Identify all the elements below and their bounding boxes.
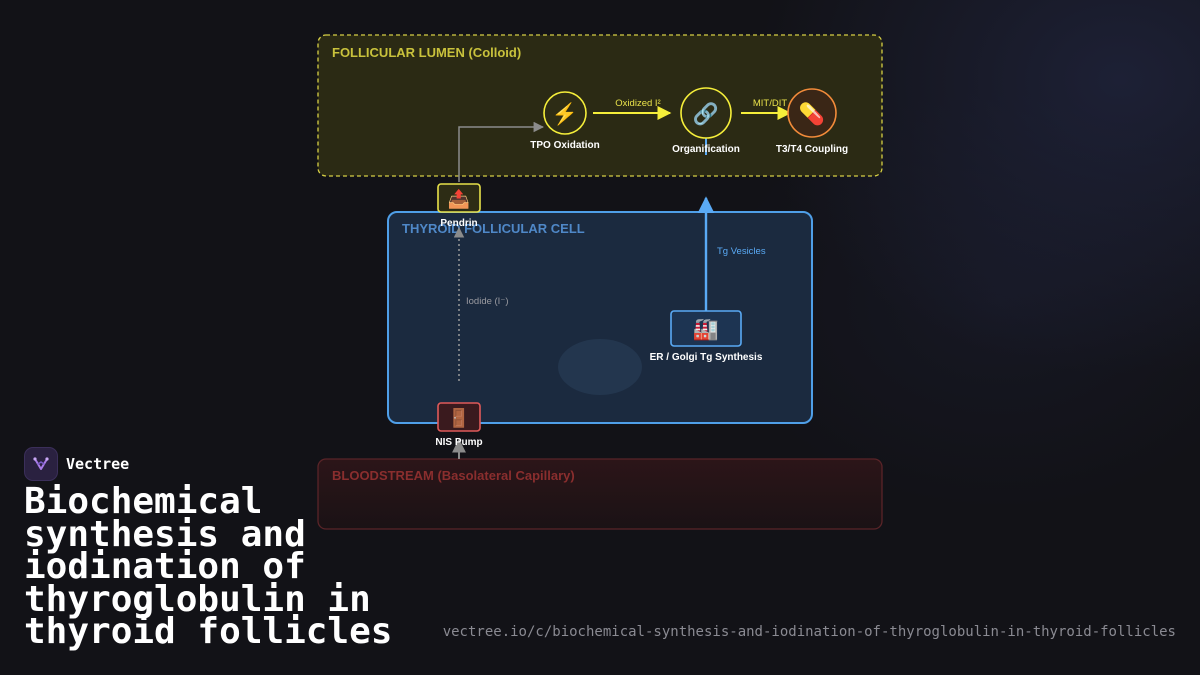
node-organification[interactable]: 🔗 Organification <box>672 87 740 155</box>
edges <box>452 106 792 459</box>
node-tpo-oxidation[interactable]: ⚡ TPO Oxidation <box>530 91 600 151</box>
source-url[interactable]: vectree.io/c/biochemical-synthesis-and-i… <box>442 624 1176 640</box>
nucleus-shape <box>558 339 642 395</box>
node-label-pendrin: Pendrin <box>440 218 477 229</box>
edge-label-oxidized: Oxidized I² <box>615 98 660 109</box>
factory-icon: 🏭 <box>693 318 719 341</box>
bloodstream-region: BLOODSTREAM (Basolateral Capillary) <box>317 458 883 530</box>
cell-region: THYROID FOLLICULAR CELL <box>387 211 813 424</box>
node-label-er-golgi: ER / Golgi Tg Synthesis <box>650 352 763 363</box>
door-icon: 🚪 <box>448 407 470 428</box>
node-pendrin[interactable]: 📤 Pendrin <box>437 183 481 229</box>
bloodstream-title: BLOODSTREAM (Basolateral Capillary) <box>332 468 575 483</box>
brand-name: Vectree <box>66 455 130 473</box>
edge-label-mitdit: MIT/DIT <box>753 98 787 109</box>
edge-label-tg-vesicles: Tg Vesicles <box>717 246 766 257</box>
node-nis-pump[interactable]: 🚪 NIS Pump <box>435 402 483 448</box>
brand[interactable]: Vectree <box>24 447 129 481</box>
vectree-logo-icon <box>24 447 58 481</box>
edge-pendrin-to-tpo <box>458 121 545 182</box>
edge-label-iodide: Iodide (I⁻) <box>466 296 509 307</box>
cell-title: THYROID FOLLICULAR CELL <box>402 221 585 236</box>
page-title: Biochemical synthesis and iodination of … <box>24 481 393 652</box>
node-t3t4-coupling[interactable]: 💊 T3/T4 Coupling <box>776 88 848 155</box>
lumen-title: FOLLICULAR LUMEN (Colloid) <box>332 45 521 60</box>
node-label-nis: NIS Pump <box>435 437 482 448</box>
link-icon: 🔗 <box>693 101 719 127</box>
node-label-organification: Organification <box>672 144 740 155</box>
node-label-tpo: TPO Oxidation <box>530 140 599 151</box>
node-er-golgi[interactable]: 🏭 ER / Golgi Tg Synthesis <box>650 310 763 363</box>
node-label-coupling: T3/T4 Coupling <box>776 144 848 155</box>
outbox-icon: 📤 <box>448 188 470 209</box>
lightning-icon: ⚡ <box>552 101 578 127</box>
pill-icon: 💊 <box>799 101 825 127</box>
